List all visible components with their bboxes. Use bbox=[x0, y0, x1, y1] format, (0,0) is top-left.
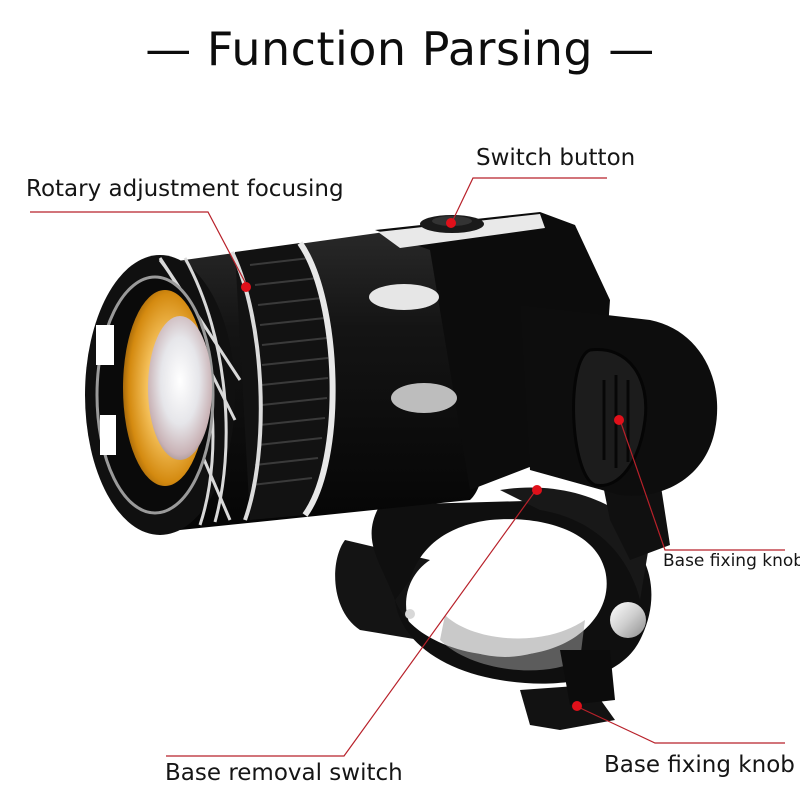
callout-base-fixing-knob-side: Base fixing knob bbox=[663, 551, 800, 571]
callout-base-removal-switch: Base removal switch bbox=[165, 760, 403, 786]
callout-base-fixing-knob-bottom: Base fixing knob bbox=[604, 752, 795, 778]
leader-line-rotary bbox=[30, 211, 247, 285]
leader-line-base-removal bbox=[166, 489, 537, 757]
leader-line-base-knob-side bbox=[619, 419, 785, 551]
marker-dot-base-knob-bottom bbox=[572, 701, 582, 711]
marker-dot-base-knob-side bbox=[614, 415, 624, 425]
callout-rotary-adjustment-focusing: Rotary adjustment focusing bbox=[26, 176, 344, 202]
handlebar-clamp bbox=[335, 470, 670, 730]
callout-switch-button: Switch button bbox=[476, 145, 636, 171]
leader-lines bbox=[30, 177, 785, 757]
marker-dot-rotary bbox=[241, 282, 251, 292]
marker-dots bbox=[241, 218, 624, 711]
page-title: — Function Parsing — bbox=[145, 22, 655, 76]
leader-line-switch bbox=[451, 177, 607, 223]
marker-dot-switch bbox=[446, 218, 456, 228]
leader-line-base-knob-bottom bbox=[577, 706, 785, 744]
marker-dot-base-removal bbox=[532, 485, 542, 495]
focus-head bbox=[85, 241, 336, 535]
